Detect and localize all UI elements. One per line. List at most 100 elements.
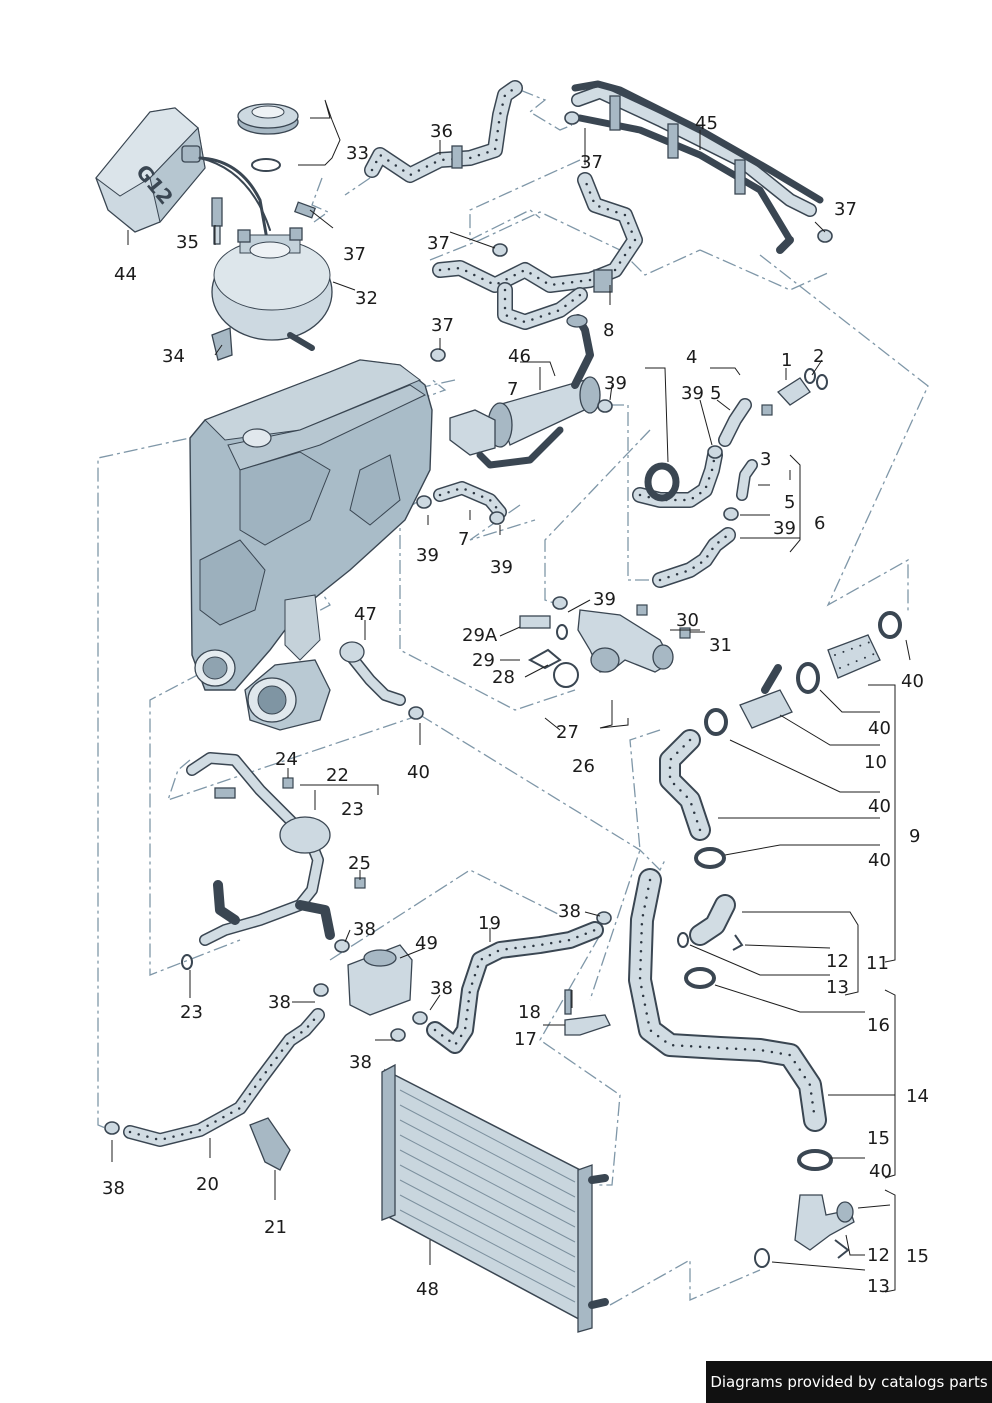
callout-40: 40: [868, 796, 891, 817]
callout-37: 37: [580, 152, 603, 173]
callout-6: 6: [814, 513, 825, 534]
callout-24: 24: [275, 749, 298, 770]
callout-12: 12: [867, 1245, 890, 1266]
callout-40: 40: [869, 1161, 892, 1182]
coolant-flange: [519, 609, 674, 688]
callout-25: 25: [348, 853, 371, 874]
hose-group-14: [628, 868, 833, 1171]
callout-48: 48: [416, 1279, 439, 1300]
callout-13: 13: [867, 1276, 890, 1297]
callout-44: 44: [114, 264, 137, 285]
callout-10: 10: [864, 752, 887, 773]
callout-23: 23: [180, 1002, 203, 1023]
callout-40: 40: [901, 671, 924, 692]
callout-37: 37: [834, 199, 857, 220]
filler-cap: [237, 103, 299, 172]
callout-38: 38: [353, 919, 376, 940]
callout-7: 7: [458, 529, 469, 550]
callout-12: 12: [826, 951, 849, 972]
callout-16: 16: [867, 1015, 890, 1036]
hose-20: [123, 1008, 325, 1147]
egr-cooler: [449, 314, 601, 469]
callout-47: 47: [354, 604, 377, 625]
callout-39: 39: [681, 383, 704, 404]
leader-lines: [111, 99, 911, 1293]
callout-39: 39: [593, 589, 616, 610]
coolant-container-g12: G12: [95, 107, 206, 233]
radiator-48: [381, 1063, 609, 1333]
callout-13: 13: [826, 977, 849, 998]
callout-40: 40: [868, 850, 891, 871]
catalog-credit-banner: Diagrams provided by catalogs parts: [706, 1361, 992, 1403]
reservoir-49: [347, 944, 413, 1016]
hose-36: [364, 80, 523, 183]
callout-35: 35: [176, 232, 199, 253]
callout-labels: 44 35 34 33 37 32 36 37 45 37 37 8 37 46…: [102, 113, 929, 1300]
callout-40: 40: [868, 718, 891, 739]
callout-37: 37: [431, 315, 454, 336]
credit-text: Diagrams provided by catalogs parts: [710, 1373, 988, 1391]
callout-14: 14: [906, 1086, 929, 1107]
coolant-pipe-45: [571, 80, 824, 254]
bracket-21: [249, 1117, 291, 1171]
callout-37: 37: [427, 233, 450, 254]
callout-49: 49: [415, 933, 438, 954]
callout-40: 40: [407, 762, 430, 783]
callout-5: 5: [710, 383, 721, 404]
callout-36: 36: [430, 121, 453, 142]
callout-7: 7: [507, 379, 518, 400]
callout-45: 45: [695, 113, 718, 134]
callout-37: 37: [343, 244, 366, 265]
hose-clamps: [104, 111, 833, 1135]
callout-22: 22: [326, 765, 349, 786]
callout-27: 27: [556, 722, 579, 743]
elbow-11: [677, 894, 744, 951]
callout-3: 3: [760, 449, 771, 470]
callout-1: 1: [781, 350, 792, 371]
callout-38: 38: [102, 1178, 125, 1199]
pipe-47: [339, 641, 406, 706]
callout-26: 26: [572, 756, 595, 777]
hose-19: [426, 921, 604, 1054]
hose-7: [433, 481, 507, 519]
callout-19: 19: [478, 913, 501, 934]
callout-4: 4: [686, 347, 697, 368]
callout-21: 21: [264, 1217, 287, 1238]
callout-38: 38: [268, 992, 291, 1013]
callout-33: 33: [346, 143, 369, 164]
engine-block: [189, 359, 433, 731]
bolts: [282, 404, 773, 889]
callout-17: 17: [514, 1029, 537, 1050]
callout-9: 9: [909, 826, 920, 847]
callout-5: 5: [784, 492, 795, 513]
callout-38: 38: [430, 978, 453, 999]
callout-29: 29: [472, 650, 495, 671]
elbow-15: [754, 1194, 855, 1268]
hose-group-4: [632, 398, 752, 508]
callout-39: 39: [490, 557, 513, 578]
callout-32: 32: [355, 288, 378, 309]
callout-23: 23: [341, 799, 364, 820]
callout-46: 46: [508, 346, 531, 367]
callout-20: 20: [196, 1174, 219, 1195]
coolant-pipe-22: [181, 752, 335, 970]
callout-11: 11: [866, 953, 889, 974]
expansion-tank: [211, 227, 333, 351]
callout-30: 30: [676, 610, 699, 631]
callout-28: 28: [492, 667, 515, 688]
callout-8: 8: [603, 320, 614, 341]
callout-29a: 29A: [462, 625, 498, 646]
callout-39: 39: [604, 373, 627, 394]
tank-bracket: [211, 327, 233, 361]
callout-39: 39: [416, 545, 439, 566]
callout-15: 15: [867, 1128, 890, 1149]
callout-15: 15: [906, 1246, 929, 1267]
callout-38: 38: [558, 901, 581, 922]
callout-34: 34: [162, 346, 185, 367]
callout-38: 38: [349, 1052, 372, 1073]
temperature-sender: [211, 197, 223, 245]
callout-31: 31: [709, 635, 732, 656]
callout-2: 2: [813, 346, 824, 367]
connector-1: [776, 368, 828, 406]
